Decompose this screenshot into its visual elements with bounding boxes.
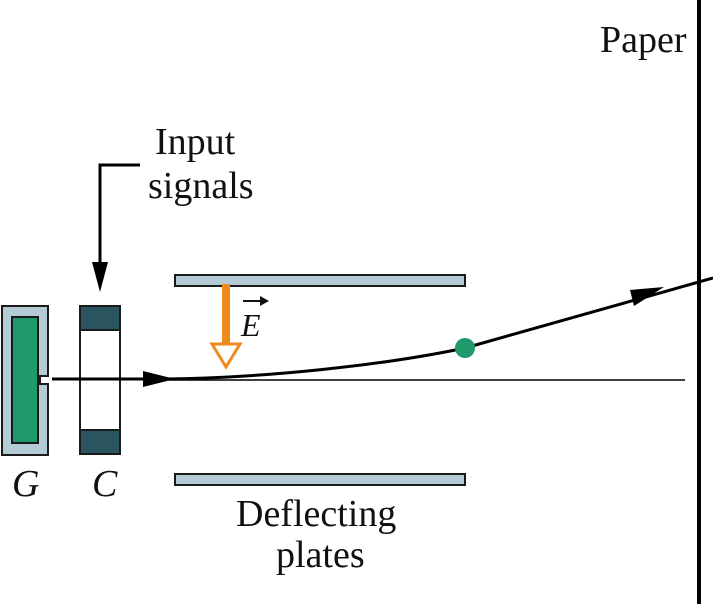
trajectory-arrowhead-2: [630, 287, 664, 306]
field-arrow-head: [209, 342, 243, 370]
field-arrow-shaft: [222, 284, 230, 346]
input-signal-arrowhead: [92, 262, 108, 292]
plates-label-line2: plates: [276, 534, 365, 576]
input-signals-label-line1: Input: [155, 121, 236, 163]
paper-label: Paper: [600, 19, 687, 61]
lower-plate: [174, 473, 466, 486]
trajectory-curve: [164, 276, 713, 381]
control-label: C: [92, 463, 118, 505]
gun-core: [11, 316, 39, 444]
vector-arrow-icon: [243, 296, 269, 306]
input-signal-leader: [98, 163, 140, 265]
upper-plate: [174, 274, 466, 287]
plates-label-line1: Deflecting: [236, 493, 396, 535]
control-bottom: [79, 429, 121, 455]
field-label: E: [240, 307, 261, 343]
trajectory-arrowhead-1: [143, 371, 175, 387]
gun-label: G: [12, 463, 39, 505]
ink-drop: [455, 338, 475, 358]
control-top: [79, 305, 121, 331]
input-signals-label-line2: signals: [148, 165, 254, 207]
